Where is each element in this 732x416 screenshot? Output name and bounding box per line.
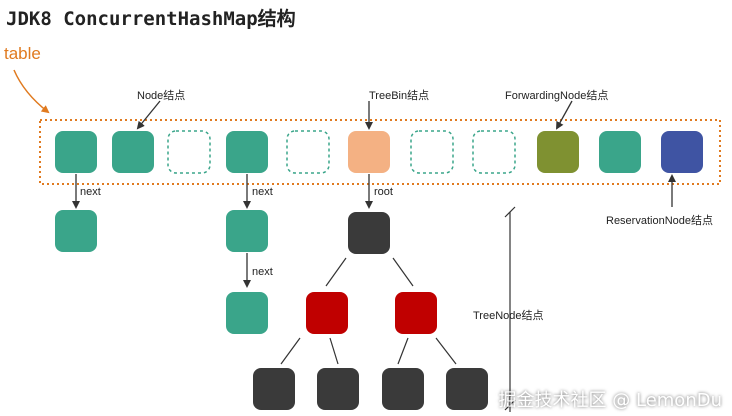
slot-treebin bbox=[348, 131, 390, 173]
tree-leaf-black-3 bbox=[382, 368, 424, 410]
reservation-label: ReservationNode结点 bbox=[606, 215, 713, 227]
forwarding-label-arrow bbox=[556, 100, 573, 130]
slot-node-1 bbox=[55, 131, 97, 173]
tree-root-black bbox=[348, 212, 390, 254]
slot-forwarding-node bbox=[537, 131, 579, 173]
tree-leaf-black-1 bbox=[253, 368, 295, 410]
next-label-2: next bbox=[252, 186, 273, 198]
slot-empty-2 bbox=[286, 130, 330, 174]
node-label-arrow bbox=[136, 100, 161, 130]
next-label-1: next bbox=[80, 186, 101, 198]
slot-node-4 bbox=[599, 131, 641, 173]
page-title: JDK8 ConcurrentHashMap结构 bbox=[6, 8, 296, 30]
tree-edge bbox=[397, 337, 409, 365]
forwarding-label: ForwardingNode结点 bbox=[505, 90, 609, 102]
slot-empty-1 bbox=[167, 130, 211, 174]
tree-leaf-black-4 bbox=[446, 368, 488, 410]
table-label: table bbox=[4, 44, 41, 63]
tree-leaf-black-2 bbox=[317, 368, 359, 410]
slot-reservation-node bbox=[661, 131, 703, 173]
tree-node-red-right bbox=[395, 292, 437, 334]
table-pointer-arrow bbox=[13, 69, 50, 114]
treebin-label: TreeBin结点 bbox=[369, 90, 430, 102]
chain1-node bbox=[55, 210, 97, 252]
root-label: root bbox=[374, 186, 393, 198]
chain2-node-1 bbox=[226, 210, 268, 252]
watermark: 掘金技术社区 @ LemonDu bbox=[498, 390, 722, 411]
next-label-3: next bbox=[252, 266, 273, 278]
treenode-label: TreeNode结点 bbox=[473, 310, 544, 322]
tree-edge bbox=[280, 337, 301, 365]
tree-edge bbox=[325, 257, 347, 287]
treenode-bracket-tick bbox=[504, 399, 516, 411]
table-bucket-array bbox=[39, 119, 721, 185]
slot-empty-3 bbox=[410, 130, 454, 174]
tree-edge bbox=[435, 337, 457, 365]
slot-empty-4 bbox=[472, 130, 516, 174]
treenode-bracket-tick bbox=[504, 206, 516, 218]
slot-node-3 bbox=[226, 131, 268, 173]
tree-node-red-left bbox=[306, 292, 348, 334]
tree-edge bbox=[329, 337, 339, 365]
node-label: Node结点 bbox=[137, 90, 186, 102]
chain2-node-2 bbox=[226, 292, 268, 334]
slot-node-2 bbox=[112, 131, 154, 173]
tree-edge bbox=[392, 257, 414, 287]
